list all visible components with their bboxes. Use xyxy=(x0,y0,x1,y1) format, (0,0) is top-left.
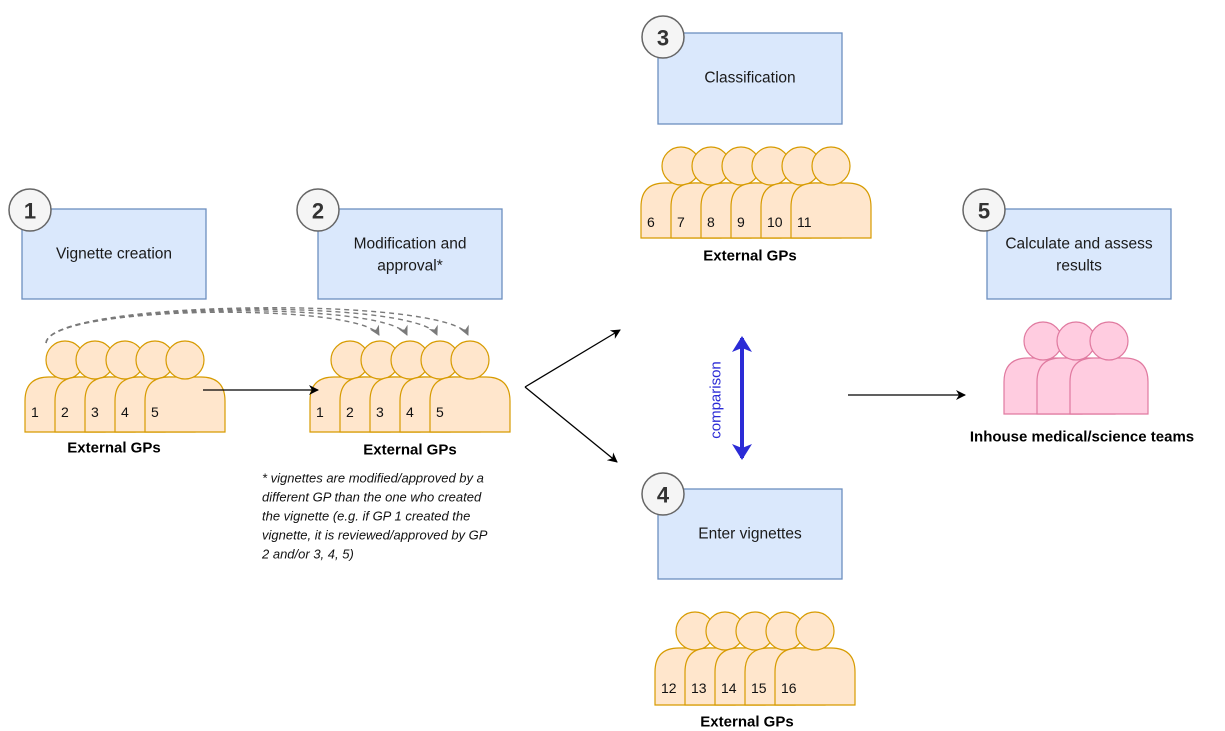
person-head xyxy=(1089,321,1129,361)
dashed-arrow-to-gp-2 xyxy=(45,311,380,344)
dashed-arrow-to-gp-4 xyxy=(45,308,438,344)
approval-footnote: * vignettes are modified/approved by a d… xyxy=(261,471,488,562)
inhouse-label: Inhouse medical/science teams xyxy=(970,429,1194,446)
step-5-number: 5 xyxy=(978,199,990,224)
step-2-number: 2 xyxy=(312,199,324,224)
gp-number: 2 xyxy=(61,404,69,420)
gp-number: 9 xyxy=(737,214,745,230)
step-5-box xyxy=(986,208,1172,300)
to-enter-vignettes-arrow xyxy=(524,386,618,463)
step-5-title-line-2: results xyxy=(1056,258,1102,275)
step-2-title-line-2: approval* xyxy=(377,258,443,275)
inhouse-teams-group xyxy=(1003,321,1149,415)
step-4: Enter vignettes 4 xyxy=(641,472,843,580)
external-gps-group-4: 12 13 14 15 16 xyxy=(654,611,856,706)
gp-number: 4 xyxy=(406,404,414,420)
gp-number: 15 xyxy=(751,680,767,696)
gp-number: 10 xyxy=(767,214,783,230)
person-body xyxy=(790,182,872,239)
step-5-title-line-1: Calculate and assess xyxy=(1005,236,1153,253)
person-6 xyxy=(790,146,872,239)
gp-number: 16 xyxy=(781,680,797,696)
external-gps-group-3: 6 7 8 9 10 11 xyxy=(640,146,872,239)
person-5 xyxy=(429,340,511,433)
person-5 xyxy=(144,340,226,433)
step-3-box xyxy=(657,32,843,125)
footnote-line-4: vignette, it is reviewed/approved by GP xyxy=(262,528,488,543)
person-body xyxy=(429,376,511,433)
dashed-arrow-to-gp-5 xyxy=(45,307,469,344)
step-2: Modification and approval* 2 xyxy=(296,188,503,300)
gp-number: 14 xyxy=(721,680,737,696)
person-head xyxy=(811,146,851,186)
step-3: Classification 3 xyxy=(641,15,843,125)
group-1-label: External GPs xyxy=(67,440,160,457)
step-2-badge xyxy=(296,188,340,232)
person-head xyxy=(165,340,205,380)
gp-number: 4 xyxy=(121,404,129,420)
gp-number: 8 xyxy=(707,214,715,230)
person-5 xyxy=(774,611,856,706)
gp-number: 3 xyxy=(91,404,99,420)
person-body xyxy=(774,647,856,706)
gp-number: 5 xyxy=(151,404,159,420)
step-1-badge xyxy=(8,188,52,232)
gp-number: 3 xyxy=(376,404,384,420)
gp-number: 12 xyxy=(661,680,677,696)
person-head xyxy=(450,340,490,380)
gp-number: 5 xyxy=(436,404,444,420)
gp-number: 1 xyxy=(316,404,324,420)
group-2-label: External GPs xyxy=(363,442,456,459)
gp-number: 13 xyxy=(691,680,707,696)
footnote-line-5: 2 and/or 3, 4, 5) xyxy=(261,547,354,562)
step-1-title: Vignette creation xyxy=(56,246,172,263)
external-gps-group-2: 1 2 3 4 5 xyxy=(309,340,511,433)
person-head xyxy=(795,611,835,651)
step-3-number: 3 xyxy=(657,26,669,51)
step-5-badge xyxy=(962,188,1006,232)
step-2-box xyxy=(317,208,503,300)
step-4-title: Enter vignettes xyxy=(698,526,802,543)
gp-number: 7 xyxy=(677,214,685,230)
step-3-title: Classification xyxy=(704,70,795,87)
person-head xyxy=(1056,321,1096,361)
step-4-box xyxy=(657,488,843,580)
step-2-title-line-1: Modification and xyxy=(354,236,467,253)
footnote-line-1: * vignettes are modified/approved by a xyxy=(262,471,484,486)
gp-number: 2 xyxy=(346,404,354,420)
step-4-number: 4 xyxy=(657,483,670,508)
person-body xyxy=(144,376,226,433)
gp-number: 1 xyxy=(31,404,39,420)
gp-number: 6 xyxy=(647,214,655,230)
step-3-badge xyxy=(641,15,685,59)
person-body xyxy=(1069,357,1149,415)
external-gps-group-1: 1 2 3 4 5 xyxy=(24,340,226,433)
person-head xyxy=(1023,321,1063,361)
person-3 xyxy=(1069,321,1149,415)
step-1-box xyxy=(21,208,207,300)
footnote-line-2: different GP than the one who created xyxy=(262,490,482,505)
step-1: Vignette creation 1 xyxy=(8,188,207,300)
step-1-number: 1 xyxy=(24,199,36,224)
group-3-label: External GPs xyxy=(703,248,796,265)
step-4-badge xyxy=(641,472,685,516)
step-5: Calculate and assess results 5 xyxy=(962,188,1172,300)
gp-number: 11 xyxy=(797,214,812,230)
group-4-label: External GPs xyxy=(700,714,793,731)
to-classification-arrow xyxy=(524,329,621,388)
footnote-line-3: the vignette (e.g. if GP 1 created the xyxy=(262,509,470,524)
dashed-arrow-to-gp-3 xyxy=(45,310,408,344)
comparison-label: comparison xyxy=(708,361,725,439)
